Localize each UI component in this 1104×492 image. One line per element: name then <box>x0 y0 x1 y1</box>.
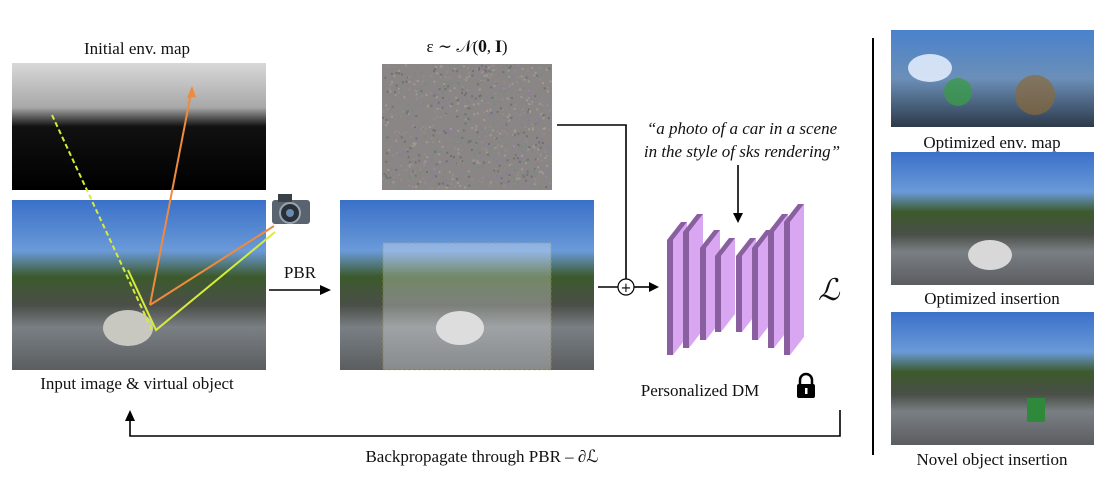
backprop-label: Backpropagate through PBR – ∂ℒ <box>365 447 598 466</box>
dm-slab-side <box>752 248 758 340</box>
personalized-dm-label: Personalized DM <box>641 381 760 400</box>
dm-slab-face <box>790 204 804 355</box>
render-bbox <box>383 243 551 370</box>
lock-icon <box>797 374 815 398</box>
backprop-arrowhead <box>125 410 135 421</box>
initial-env-map-label: Initial env. map <box>84 39 190 58</box>
backprop-arrow <box>130 410 840 436</box>
optimized-env-map-label: Optimized env. map <box>923 133 1060 152</box>
dm-slab-side <box>736 256 742 332</box>
dm-slab-side <box>667 240 673 355</box>
rendered-car <box>436 311 484 345</box>
loss-symbol: ℒ <box>818 274 841 307</box>
pbr-arrowhead <box>320 285 331 295</box>
dm-slab-side <box>715 256 721 332</box>
novel-insertion-image <box>891 312 1094 445</box>
inserted-car <box>968 240 1012 270</box>
dm-slab-side <box>683 232 689 348</box>
prompt-line-2: in the style of sks rendering” <box>644 142 840 161</box>
pbr-label: PBR <box>284 263 317 282</box>
dm-slab-side <box>700 248 706 340</box>
plus-glyph: + <box>621 281 632 296</box>
novel-insertion-label: Novel object insertion <box>916 450 1068 469</box>
input-image <box>12 200 266 370</box>
diffusion-model-icon <box>667 204 804 355</box>
virtual-car <box>103 310 153 346</box>
input-image-label: Input image & virtual object <box>40 374 234 393</box>
dm-slab-side <box>768 232 774 348</box>
camera-icon <box>272 194 310 224</box>
noise-formula: ε ∼ 𝒩(𝟎, 𝐈) <box>426 37 507 56</box>
prompt-line-1: “a photo of a car in a scene <box>647 119 838 138</box>
env-light-green <box>944 78 972 106</box>
prompt-arrowhead <box>733 213 743 223</box>
initial-env-map-image <box>12 63 266 190</box>
inserted-trash-bin <box>1027 398 1045 422</box>
env-light-brown <box>1015 75 1055 115</box>
optimized-insertion-label: Optimized insertion <box>924 289 1060 308</box>
env-light-white <box>908 54 952 82</box>
to-dm-arrowhead <box>649 282 659 292</box>
dm-slab-side <box>784 222 790 355</box>
